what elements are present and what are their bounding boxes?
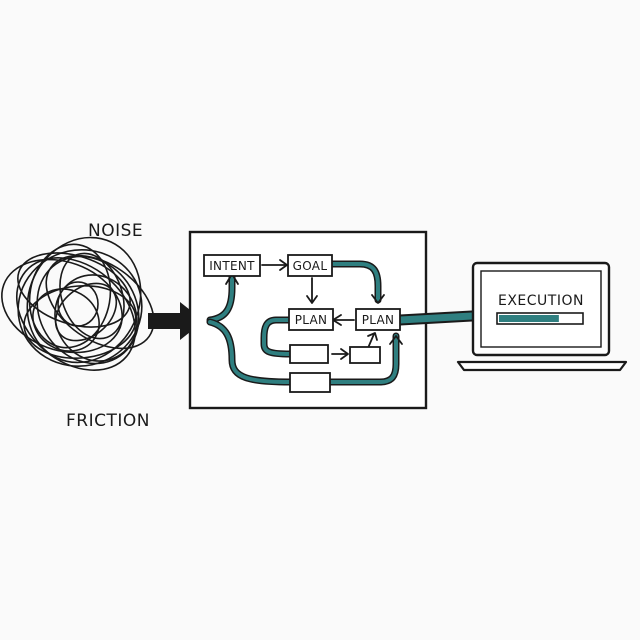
intent-label: INTENT	[209, 259, 255, 273]
step-box	[289, 344, 329, 364]
friction-label: FRICTION	[66, 411, 150, 431]
step-box	[349, 346, 381, 364]
step-box	[289, 372, 331, 393]
execution-progress-bar	[496, 312, 584, 325]
plan-right-box: PLAN	[355, 308, 401, 331]
plan-left-label: PLAN	[295, 313, 328, 327]
intent-box: INTENT	[203, 254, 261, 277]
noise-label: NOISE	[88, 221, 143, 241]
progress-fill	[499, 315, 559, 322]
flow-lines	[206, 260, 478, 386]
goal-box: GOAL	[287, 254, 333, 277]
plan-left-box: PLAN	[288, 308, 334, 331]
goal-label: GOAL	[293, 259, 328, 273]
scribble-tangle-icon	[1, 236, 155, 371]
plan-right-label: PLAN	[362, 313, 395, 327]
laptop-icon	[456, 261, 628, 372]
execution-label: EXECUTION	[498, 293, 584, 309]
